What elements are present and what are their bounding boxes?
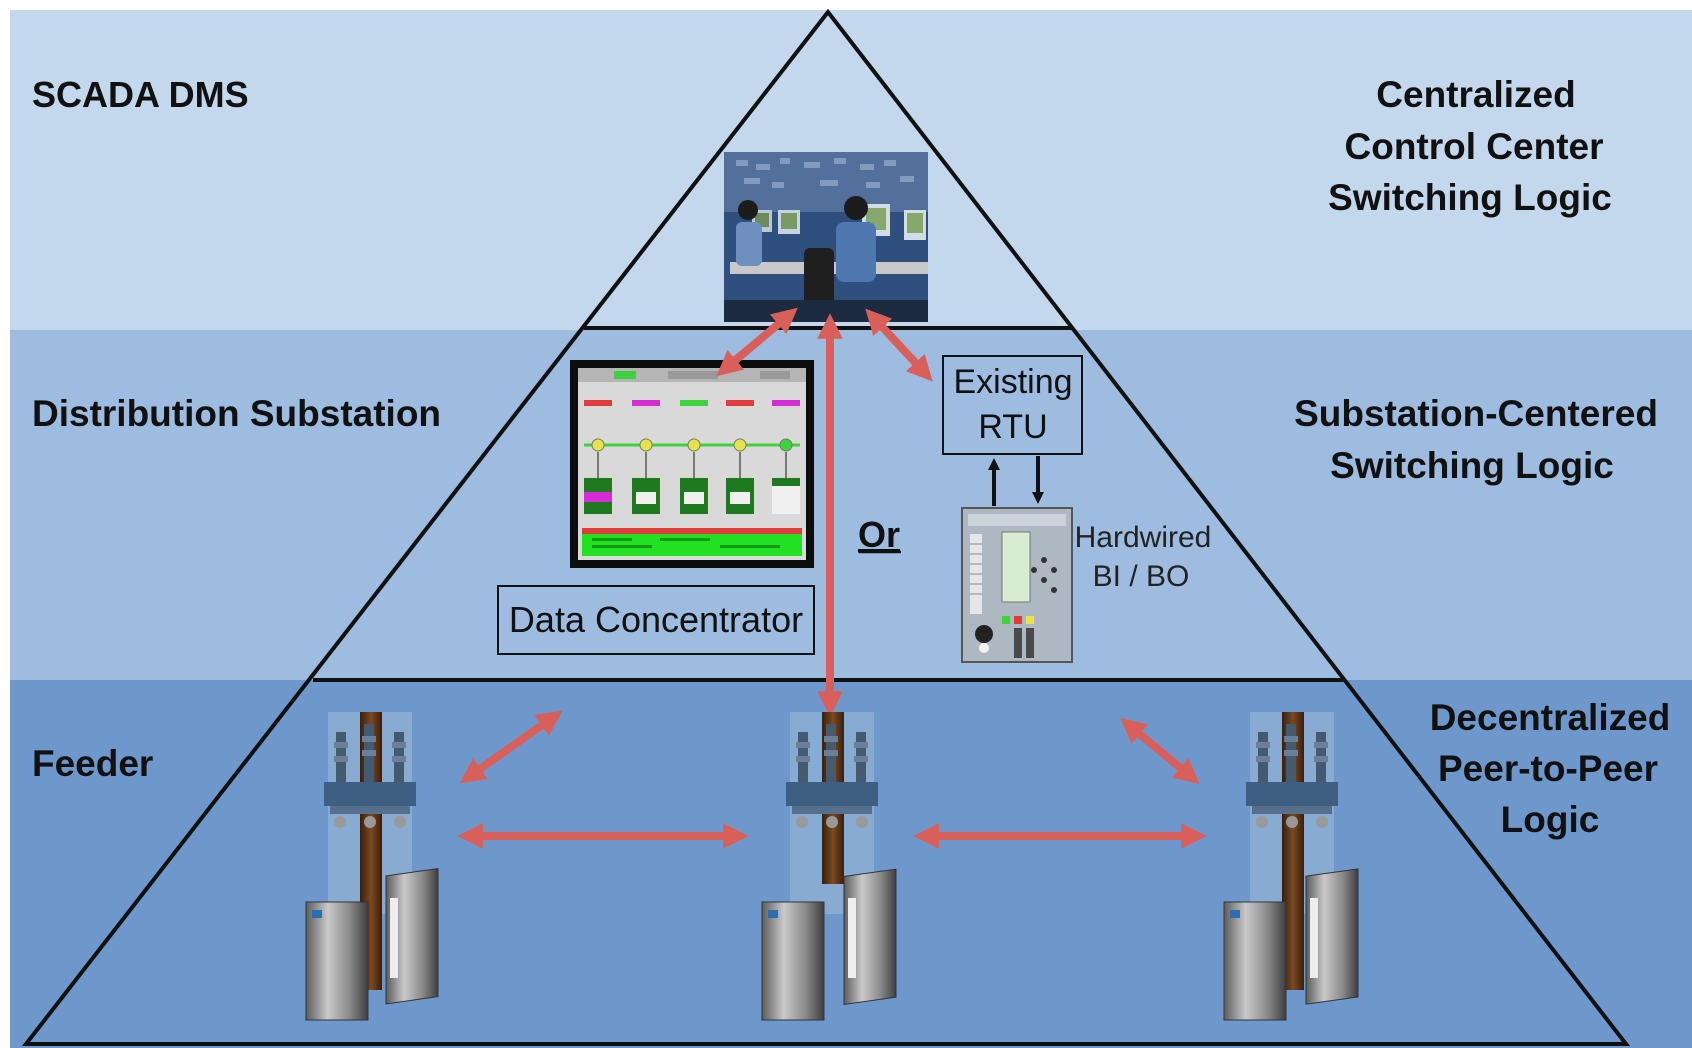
tier-desc-substation-centered: Substation-Centered Switching Logic — [1294, 393, 1658, 486]
communication-arrows — [457, 307, 1207, 849]
tier-desc-decentralized: Decentralized Peer-to-Peer Logic — [1430, 697, 1671, 840]
comm-arrow-feeder-left-up — [459, 710, 563, 784]
pyramid-outline — [21, 8, 1631, 1046]
protective-relay-icon — [961, 507, 1073, 663]
existing-rtu-label-line: Existing — [953, 363, 1072, 401]
tier-desc-centralized: Centralized Control Center Switching Log… — [1328, 74, 1612, 218]
pole-recloser-icon — [1223, 712, 1359, 1021]
tier-label-substation: Distribution Substation — [32, 393, 441, 434]
existing-rtu-label-line: RTU — [978, 408, 1047, 446]
tier-label-scada: SCADA DMS — [32, 74, 249, 115]
tier-desc-line: Switching Logic — [1328, 177, 1612, 218]
data-concentrator-label: Data Concentrator — [509, 599, 803, 640]
tier-desc-line: Peer-to-Peer — [1438, 748, 1658, 789]
pole-recloser-icon — [305, 712, 439, 1021]
hardwired-label-line: BI / BO — [1093, 560, 1190, 593]
existing-rtu-box — [942, 355, 1083, 455]
tier-desc-line: Substation-Centered — [1294, 393, 1658, 434]
control-room-photo-icon — [724, 152, 928, 322]
comm-arrow-scada-to-rtu — [865, 308, 933, 382]
hmi-screen-icon — [570, 360, 814, 568]
tier-label-feeder: Feeder — [32, 743, 153, 784]
band-substation — [10, 330, 1692, 680]
tier-desc-line: Centralized — [1376, 74, 1575, 115]
hardwired-label-line: Hardwired — [1075, 521, 1212, 554]
tier-desc-line: Control Center — [1345, 126, 1604, 167]
data-concentrator-box — [497, 585, 815, 655]
tier-desc-line: Switching Logic — [1330, 445, 1614, 486]
tier-desc-line: Logic — [1501, 799, 1600, 840]
tier-desc-line: Decentralized — [1430, 697, 1671, 738]
comm-arrow-feeder-right-up — [1120, 717, 1200, 785]
pole-recloser-icon — [761, 712, 897, 1021]
or-label: Or — [858, 514, 900, 555]
comm-arrow-scada-to-hmi — [716, 307, 798, 377]
